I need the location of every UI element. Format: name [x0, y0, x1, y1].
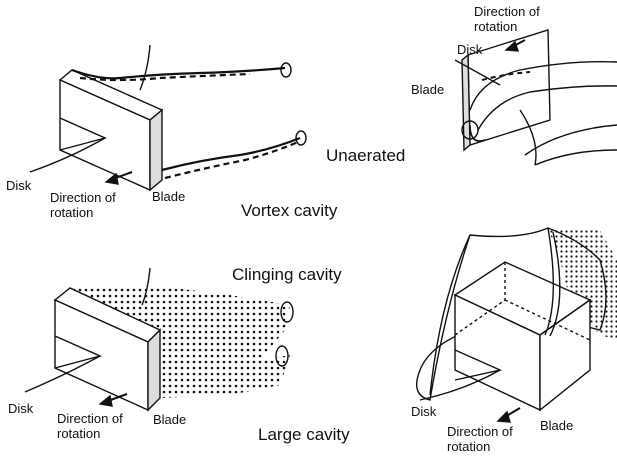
label-disk: Disk [8, 401, 33, 416]
label-direction-line2: rotation [50, 205, 93, 220]
label-blade: Blade [153, 412, 186, 427]
label-direction-line2: rotation [57, 426, 100, 441]
label-direction-line2: rotation [447, 439, 490, 454]
label-blade: Blade [540, 418, 573, 433]
label-direction-line1: Direction of [57, 411, 123, 426]
label-blade: Blade [411, 82, 444, 97]
label-disk: Disk [6, 178, 31, 193]
caption-large-cavity: Large cavity [258, 425, 350, 445]
label-direction-line1: Direction of [474, 4, 540, 19]
caption-vortex-cavity: Vortex cavity [241, 201, 337, 221]
label-direction-line2: rotation [474, 19, 517, 34]
panel-large-drawing [417, 228, 617, 422]
label-direction-line1: Direction of [50, 190, 116, 205]
label-disk: Disk [457, 42, 482, 57]
label-disk: Disk [411, 404, 436, 419]
label-direction-line1: Direction of [447, 424, 513, 439]
caption-unaerated: Unaerated [326, 146, 405, 166]
label-blade: Blade [152, 189, 185, 204]
caption-clinging-cavity: Clinging cavity [232, 265, 342, 285]
panel-clinging-drawing [25, 268, 293, 410]
panel-vortex-drawing [30, 45, 306, 190]
